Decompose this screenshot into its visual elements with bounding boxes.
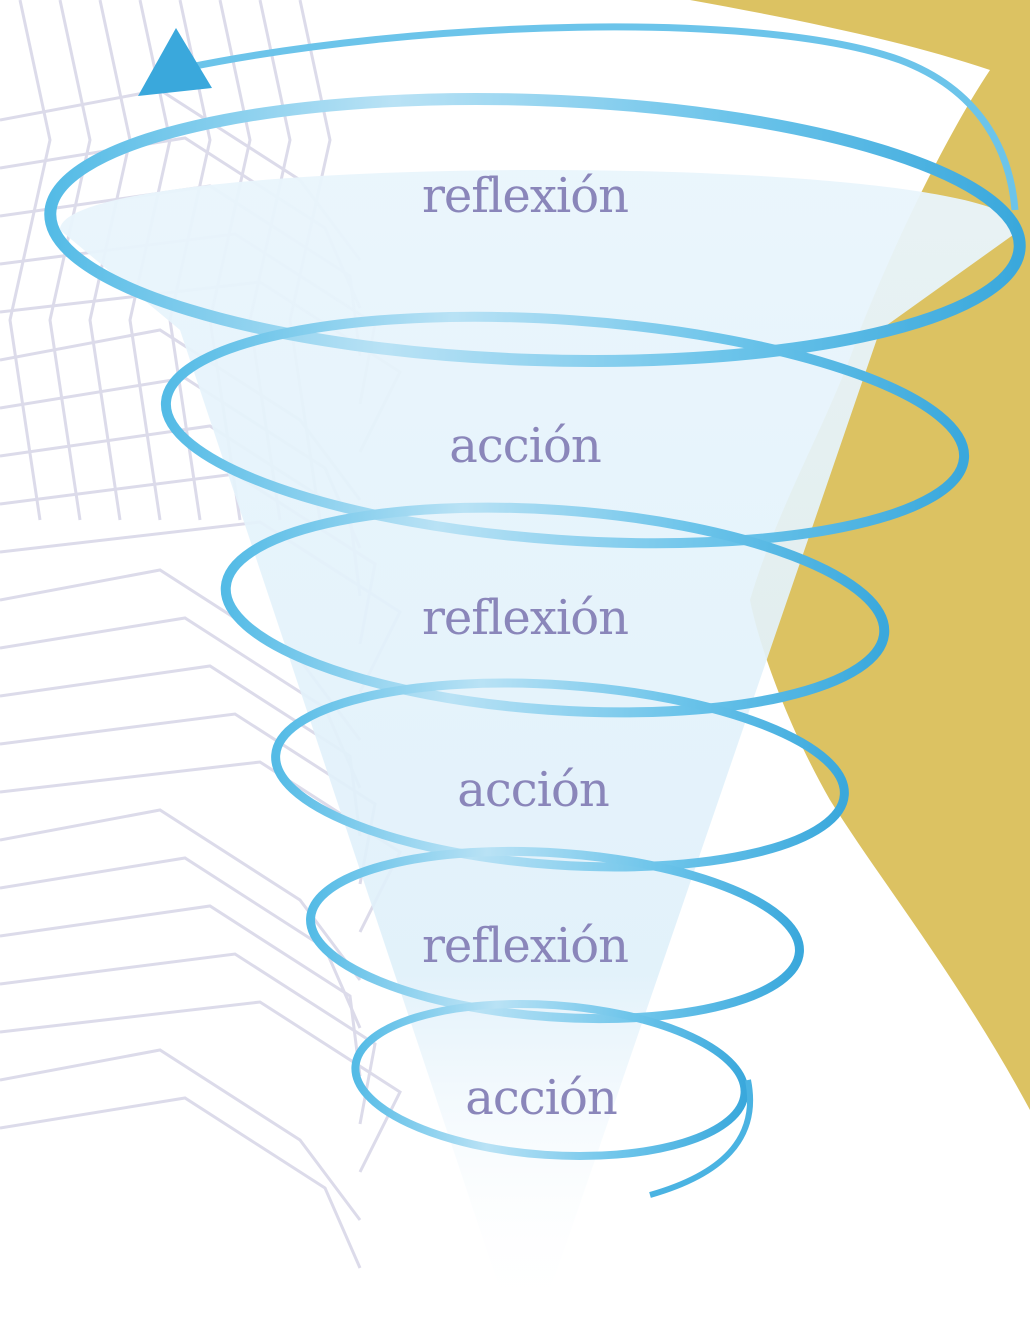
grid-line: [0, 856, 362, 1029]
grid-line: [0, 1096, 362, 1269]
spiral-ring: [220, 502, 890, 718]
spiral-ring: [271, 678, 849, 872]
stage-label-1: reflexión: [421, 168, 629, 224]
funnel-shape: [60, 170, 1020, 1320]
grid-line: [0, 952, 377, 1125]
grid-line: [0, 808, 362, 981]
spiral-ring: [351, 999, 749, 1161]
spiral-ring: [160, 311, 970, 549]
spiral-ring: [44, 92, 1026, 368]
grid-line: [8, 0, 52, 521]
grid-line: [0, 904, 362, 1077]
spiral-rings: [44, 92, 1026, 1161]
stage-label-5: reflexión: [421, 918, 629, 974]
arrow-head-icon: [138, 28, 212, 96]
grid-line: [0, 1000, 402, 1173]
spiral-tail: [649, 1079, 754, 1198]
stage-label-6: acción: [465, 1070, 618, 1126]
stage-label-4: acción: [457, 762, 610, 818]
stage-label-2: acción: [449, 418, 602, 474]
spiral-top-arc: [184, 23, 1019, 211]
grid-line: [0, 1048, 362, 1221]
spiral-ring: [306, 846, 804, 1024]
stage-label-3: reflexión: [421, 590, 629, 646]
